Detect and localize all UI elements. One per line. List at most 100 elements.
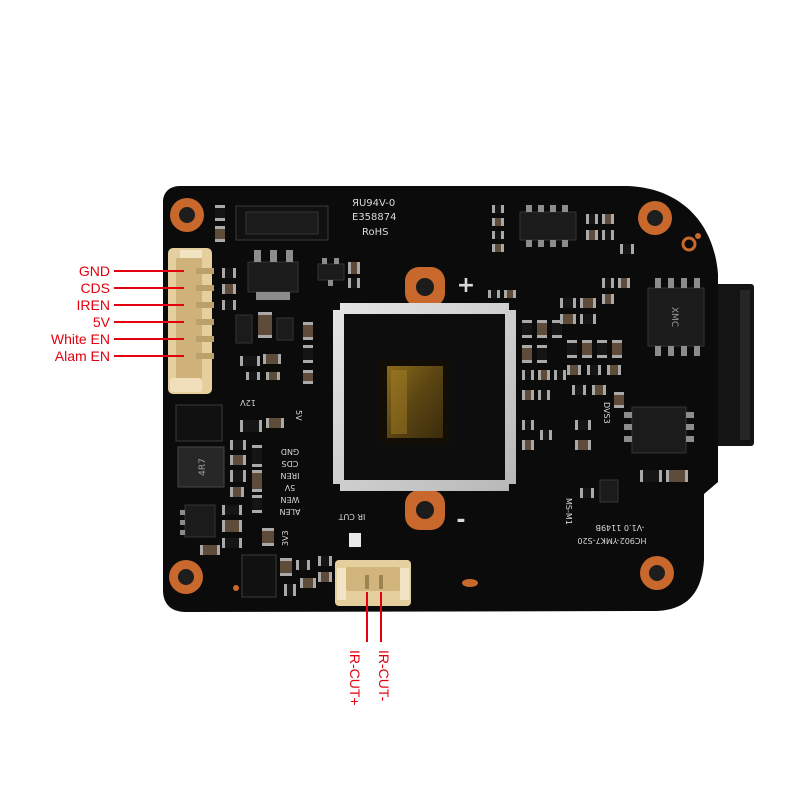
smd-resistor [537,345,547,363]
connector-pin [196,319,214,325]
ic-pin [686,424,694,430]
ic-pin [655,346,661,356]
smd-capacitor [348,262,360,274]
connector-pin [196,353,214,359]
connector-pin [365,575,369,589]
smd-capacitor [567,365,581,375]
smd-capacitor [200,545,220,555]
smd-capacitor [618,278,630,288]
ir-cut-annotations: IR-CUT+ IR-CUT- [347,592,392,706]
smd-capacitor [258,312,272,338]
smd-capacitor [538,370,550,380]
ic-pin [686,412,694,418]
smd-resistor [540,430,552,440]
smd-capacitor [614,392,624,408]
smd-resistor [602,278,614,288]
silk-12v: 12V [240,398,256,407]
smd-capacitor [504,290,516,298]
ic-pin [668,278,674,288]
smd-resistor [492,205,504,213]
smd-resistor [318,556,332,566]
ic-pin [526,205,532,212]
smd-capacitor [215,226,225,242]
pin-label-cds: CDS [80,280,110,296]
smd-capacitor [522,345,532,363]
smd-resistor [488,290,500,298]
smd-resistor [222,538,242,548]
silk-model: HC902-YMK7-S20 [577,536,646,545]
ic-chip [245,211,319,235]
smd-resistor [215,205,225,221]
smd-resistor [284,584,296,596]
silkscreen: ЯU94V-0 E358874 RoHS + - 12V 5V GND CDS … [198,198,679,546]
rohs-mark: RoHS [362,227,388,238]
ic-pin [322,258,327,264]
flash-chip-brand: XMC [669,307,679,327]
silk-pin-name: WEN [281,495,300,504]
ic-pin [550,205,556,212]
ic-pin [686,436,694,442]
ic-pin [270,250,277,262]
silk-dvs3: DVS3 [602,402,611,424]
ic-pin [655,278,661,288]
smd-resistor [230,440,246,450]
ic-pin [624,412,632,418]
smd-resistor [620,244,634,254]
pin-label-white-en: White EN [51,331,110,347]
silk-5v: 5V [294,410,303,421]
pin-label-ir-cut-plus: IR-CUT+ [347,650,363,706]
smd-capacitor [537,320,547,338]
ul-file-number: E358874 [352,212,397,223]
ic-chip [276,317,294,341]
smd-capacitor [318,572,332,582]
ic-pin [286,250,293,262]
smd-capacitor [602,294,614,304]
silk-pin-name: 5V [284,483,295,492]
smd-capacitor [266,418,284,428]
smd-capacitor [303,322,313,340]
ic-pin [526,240,532,247]
smd-resistor [580,314,596,324]
lens-mount-hole-bottom [405,490,445,530]
smd-resistor [348,278,360,288]
ir-cut-connector [335,560,411,606]
smd-capacitor [612,340,622,358]
smd-resistor [538,390,550,400]
smd-capacitor [222,520,242,532]
smd-resistor [572,385,586,395]
ic-chip [317,263,345,281]
smd-capacitor [522,390,534,400]
smd-resistor [296,560,310,570]
ic-pin [180,530,185,535]
polarity-plus: + [457,273,475,298]
silk-pin-name: CDS [282,459,299,468]
ic-pin [681,346,687,356]
smd-capacitor [602,214,614,224]
mounting-hole-bottom-right [640,556,674,590]
smd-resistor [246,372,260,380]
ic-pin [562,205,568,212]
power-component [175,404,223,442]
ic-pin [681,278,687,288]
left-pin-annotations: GND CDS IREN 5V White EN Alam EN [51,263,184,364]
smd-resistor [252,445,262,467]
ic-pin [328,280,333,286]
ic-pin [624,436,632,442]
pin-label-5v: 5V [93,314,111,330]
smd-capacitor [252,470,262,492]
smd-capacitor [300,578,316,588]
silk-pin-name: GND [281,447,299,456]
smd-capacitor [580,298,596,308]
ic-pin [254,250,261,262]
smd-capacitor [575,440,591,450]
connector-pin [196,336,214,342]
smd-resistor [222,505,242,515]
copper-pads [233,233,701,591]
ul-mark: ЯU94V-0 [352,198,395,209]
inductor-body [177,446,225,488]
smd-resistor [552,320,562,338]
smd-resistor [580,488,594,498]
smd-resistor [240,420,262,432]
mounting-hole-top-right [638,201,672,235]
